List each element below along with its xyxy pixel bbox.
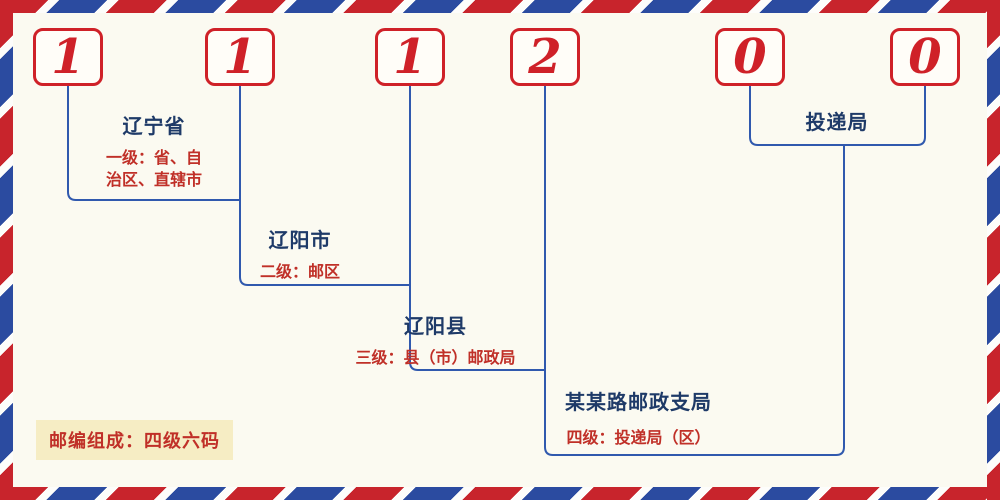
postal-digit-box-4: 2: [510, 28, 580, 86]
level-4-desc: 四级：投递局（区）: [566, 430, 711, 447]
postal-digit-box-2: 1: [205, 28, 275, 86]
postal-digit-1: 1: [51, 29, 85, 85]
level-2-desc: 二级：邮区: [259, 264, 340, 281]
bracket-level-3: [409, 85, 546, 371]
level-2-label-group: 辽阳市 二级：邮区: [240, 224, 360, 284]
postal-digit-4: 2: [528, 29, 562, 85]
airmail-border-top: [0, 0, 1000, 13]
level-4-title: 某某路邮政支局: [565, 392, 712, 414]
airmail-border-bottom: [0, 487, 1000, 500]
postal-digit-box-5: 0: [715, 28, 785, 86]
postal-digit-3: 1: [393, 29, 427, 85]
postal-digit-box-6: 0: [890, 28, 960, 86]
postal-digit-5: 0: [733, 29, 767, 85]
postal-digit-2: 1: [223, 29, 257, 85]
level-4-label-group: 某某路邮政支局 四级：投递局（区）: [536, 386, 741, 450]
level-3-title: 辽阳县: [404, 316, 467, 338]
level-2-title: 辽阳市: [268, 230, 332, 252]
delivery-office-title: 投递局: [805, 112, 869, 134]
level-1-title: 辽宁省: [122, 116, 186, 138]
postal-digit-box-3: 1: [375, 28, 445, 86]
bracket-level-1: [67, 85, 241, 201]
level-1-desc: 一级：省、自治区、直辖市: [105, 150, 202, 189]
postal-code-composition-note: 邮编组成：四级六码: [36, 420, 233, 460]
postal-digit-6: 0: [908, 29, 942, 85]
postal-digit-box-1: 1: [33, 28, 103, 86]
level-3-label-group: 辽阳县 三级：县（市）邮政局: [318, 310, 553, 370]
airmail-border-right: [987, 0, 1000, 500]
bracket-level-4: [544, 85, 845, 456]
delivery-office-label-group: 投递局: [762, 106, 912, 135]
level-1-label-group: 辽宁省 一级：省、自治区、直辖市: [68, 110, 240, 191]
bracket-level-2: [239, 85, 411, 286]
airmail-border-left: [0, 0, 13, 500]
level-3-desc: 三级：县（市）邮政局: [355, 350, 516, 367]
bracket-delivery: [749, 85, 926, 146]
